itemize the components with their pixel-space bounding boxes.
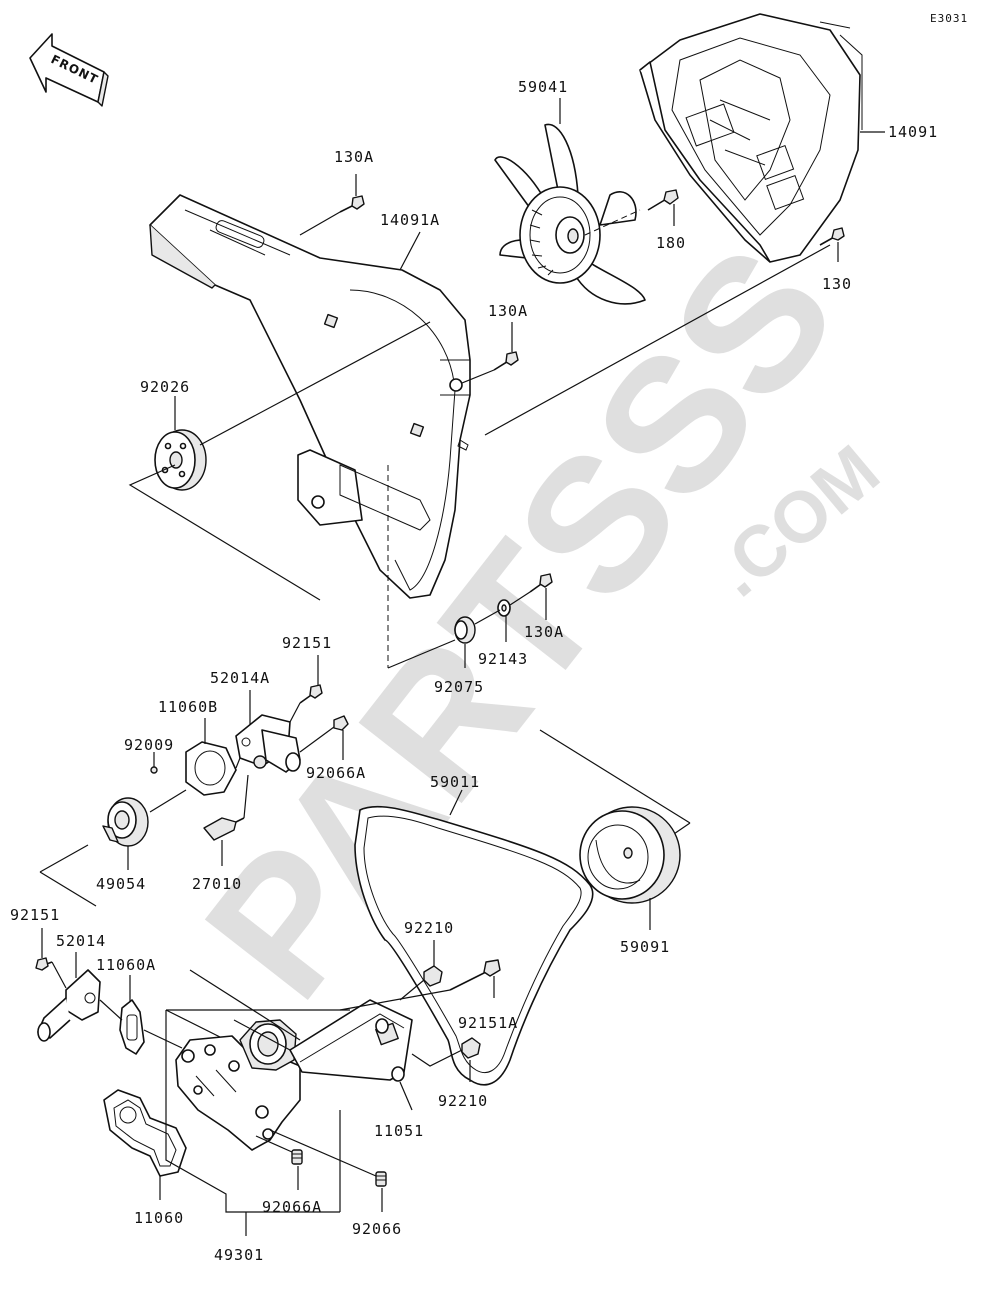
label-52014A: 52014A (210, 669, 270, 687)
label-92151A: 92151A (458, 1014, 518, 1032)
label-49054: 49054 (96, 875, 146, 893)
label-59041: 59041 (518, 78, 568, 96)
front-arrow-icon: FRONT (29, 33, 109, 107)
water-pump-body (175, 1019, 301, 1151)
bolt-130A-low (529, 573, 553, 593)
pulley-59091 (579, 806, 681, 904)
thermostat-49054 (102, 797, 149, 847)
fitting-92066 (375, 1171, 387, 1187)
water-outlet-52014A (235, 714, 301, 773)
label-49301: 49301 (214, 1246, 264, 1264)
fitting-92066A-low (291, 1149, 303, 1165)
label-14091A: 14091A (380, 211, 440, 229)
label-92210-low: 92210 (438, 1092, 488, 1110)
label-92151-top: 92151 (282, 634, 332, 652)
nut-92066A-top (299, 715, 349, 753)
bolt-92151-top (299, 684, 323, 704)
label-130A-low: 130A (524, 623, 564, 641)
label-52014: 52014 (56, 932, 106, 950)
bolt-130 (819, 227, 845, 246)
gasket-11060A (119, 999, 145, 1055)
collar-92075 (454, 616, 476, 644)
label-11060A: 11060A (96, 956, 156, 974)
label-11051: 11051 (374, 1122, 424, 1140)
label-92151-left: 92151 (10, 906, 60, 924)
v-belt-59011 (354, 805, 594, 1086)
label-92075: 92075 (434, 678, 484, 696)
nut-92210-low (461, 1037, 481, 1059)
label-92210-top: 92210 (404, 919, 454, 937)
pulley-92026 (154, 429, 207, 491)
label-27010: 27010 (192, 875, 242, 893)
label-59011: 59011 (430, 773, 480, 791)
fan-shroud-14091 (639, 13, 863, 263)
pin-92009 (150, 766, 158, 774)
sensor-27010 (203, 774, 249, 841)
label-59091: 59091 (620, 938, 670, 956)
label-11060B: 11060B (158, 698, 218, 716)
washer-92143 (497, 599, 511, 617)
gasket-11060B (185, 741, 237, 796)
label-92009: 92009 (124, 736, 174, 754)
label-92066A-low: 92066A (262, 1198, 322, 1216)
bolt-130A-mid (493, 351, 519, 371)
bolt-130A-top (339, 195, 365, 213)
label-92066A-top: 92066A (306, 764, 366, 782)
label-130A-top: 130A (334, 148, 374, 166)
label-92026: 92026 (140, 378, 190, 396)
label-130: 130 (822, 275, 852, 293)
fan-shroud-14091A (149, 194, 471, 599)
cooling-fan-59041 (494, 123, 646, 305)
label-92066: 92066 (352, 1220, 402, 1238)
bolt-92151A (449, 959, 501, 991)
label-130A-mid: 130A (488, 302, 528, 320)
bolt-92151-left (35, 957, 53, 971)
water-outlet-52014 (37, 969, 101, 1042)
tensioner-arm-11051 (289, 999, 413, 1082)
gasket-11060 (103, 1089, 187, 1177)
label-11060: 11060 (134, 1209, 184, 1227)
bolt-180 (647, 189, 679, 211)
label-14091: 14091 (888, 123, 938, 141)
diagram-code: E3031 (930, 12, 968, 25)
label-92143: 92143 (478, 650, 528, 668)
label-180: 180 (656, 234, 686, 252)
